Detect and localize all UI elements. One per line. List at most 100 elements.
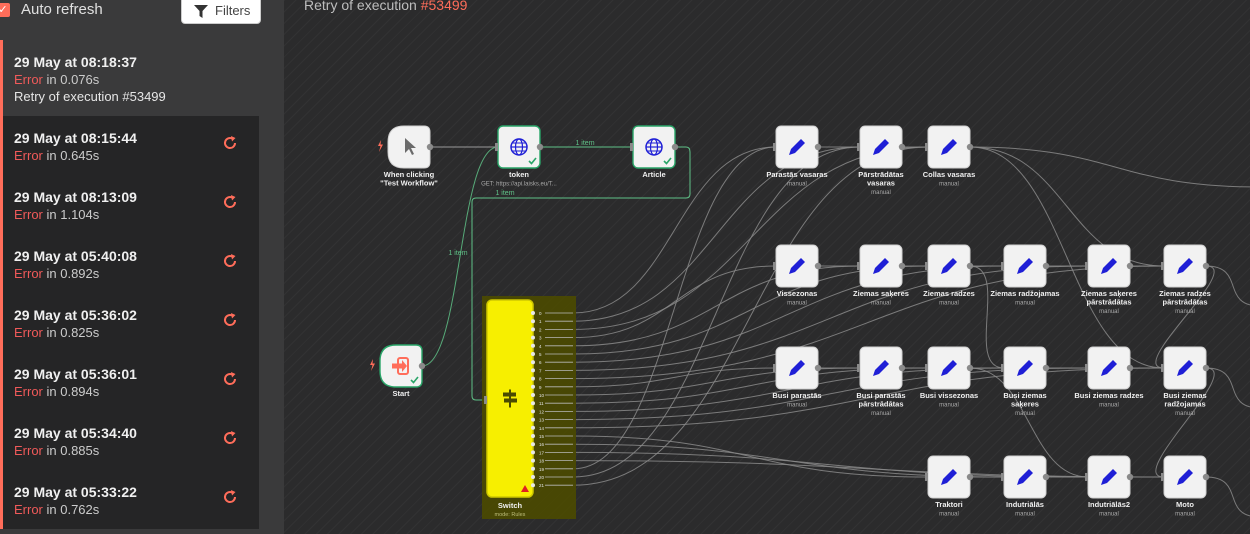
output-handle[interactable] xyxy=(531,401,535,406)
output-handle[interactable] xyxy=(814,262,822,270)
node-switch[interactable]: 0123456789101112131415161718192021Switch… xyxy=(482,296,576,519)
output-handle[interactable] xyxy=(531,319,535,324)
output-handle[interactable] xyxy=(966,262,974,270)
output-handle[interactable] xyxy=(814,143,822,151)
node-article[interactable]: Article xyxy=(630,125,679,179)
input-handle[interactable] xyxy=(1085,473,1088,481)
output-handle[interactable] xyxy=(426,143,434,151)
retry-icon[interactable] xyxy=(221,370,239,388)
input-handle[interactable] xyxy=(773,143,776,151)
node-trigger[interactable]: When clicking"Test Workflow" xyxy=(378,125,438,188)
output-handle[interactable] xyxy=(531,352,535,356)
input-handle[interactable] xyxy=(857,143,860,151)
output-handle[interactable] xyxy=(531,450,535,455)
output-handle[interactable] xyxy=(814,364,822,372)
retry-icon[interactable] xyxy=(221,488,239,506)
output-handle[interactable] xyxy=(418,362,426,370)
retry-icon[interactable] xyxy=(221,429,239,447)
output-handle[interactable] xyxy=(898,143,906,151)
output-handle[interactable] xyxy=(531,311,535,315)
output-handle[interactable] xyxy=(966,364,974,372)
output-handle[interactable] xyxy=(671,143,679,151)
node-start[interactable]: Start xyxy=(370,344,426,398)
input-handle[interactable] xyxy=(1161,473,1164,481)
output-handle[interactable] xyxy=(1126,473,1134,481)
output-handle[interactable] xyxy=(531,360,535,365)
output-handle[interactable] xyxy=(1126,262,1134,270)
input-handle[interactable] xyxy=(630,143,633,151)
output-handle[interactable] xyxy=(531,376,535,381)
output-handle[interactable] xyxy=(531,458,535,463)
retry-icon[interactable] xyxy=(221,193,239,211)
input-handle[interactable] xyxy=(1161,364,1164,372)
output-handle[interactable] xyxy=(531,335,535,340)
output-handle[interactable] xyxy=(531,343,535,348)
input-handle[interactable] xyxy=(1085,364,1088,372)
input-handle[interactable] xyxy=(857,364,860,372)
input-handle[interactable] xyxy=(1001,262,1004,270)
auto-refresh-label[interactable]: Auto refresh xyxy=(21,1,103,18)
retry-icon[interactable] xyxy=(221,252,239,270)
output-handle[interactable] xyxy=(1042,262,1050,270)
output-handle[interactable] xyxy=(531,393,535,397)
output-handle[interactable] xyxy=(531,417,535,422)
output-handle[interactable] xyxy=(966,143,974,151)
output-handle[interactable] xyxy=(531,368,535,373)
output-handle[interactable] xyxy=(898,364,906,372)
output-handle[interactable] xyxy=(531,466,535,471)
output-handle[interactable] xyxy=(531,475,535,479)
output-handle[interactable] xyxy=(1042,473,1050,481)
input-handle[interactable] xyxy=(495,143,498,151)
output-handle[interactable] xyxy=(531,434,535,438)
input-handle[interactable] xyxy=(484,396,487,404)
input-handle[interactable] xyxy=(1161,262,1164,270)
input-handle[interactable] xyxy=(925,143,928,151)
output-handle[interactable] xyxy=(536,143,544,151)
retry-icon[interactable] xyxy=(221,311,239,329)
output-handle[interactable] xyxy=(531,483,535,488)
retry-icon[interactable] xyxy=(221,134,239,152)
output-handle[interactable] xyxy=(1202,364,1210,372)
input-handle[interactable] xyxy=(773,262,776,270)
input-handle[interactable] xyxy=(1001,364,1004,372)
input-handle[interactable] xyxy=(773,364,776,372)
output-handle[interactable] xyxy=(531,327,535,332)
output-handle[interactable] xyxy=(1126,364,1134,372)
input-handle[interactable] xyxy=(925,364,928,372)
filters-button[interactable]: Filters xyxy=(181,0,261,24)
auto-refresh-checkbox[interactable]: ✓ xyxy=(0,3,10,17)
input-handle[interactable] xyxy=(1001,473,1004,481)
output-handle[interactable] xyxy=(1202,473,1210,481)
output-handle[interactable] xyxy=(898,262,906,270)
input-handle[interactable] xyxy=(1085,262,1088,270)
output-handle[interactable] xyxy=(531,442,535,447)
output-handle[interactable] xyxy=(966,473,974,481)
input-handle[interactable] xyxy=(925,473,928,481)
output-handle[interactable] xyxy=(531,409,535,414)
